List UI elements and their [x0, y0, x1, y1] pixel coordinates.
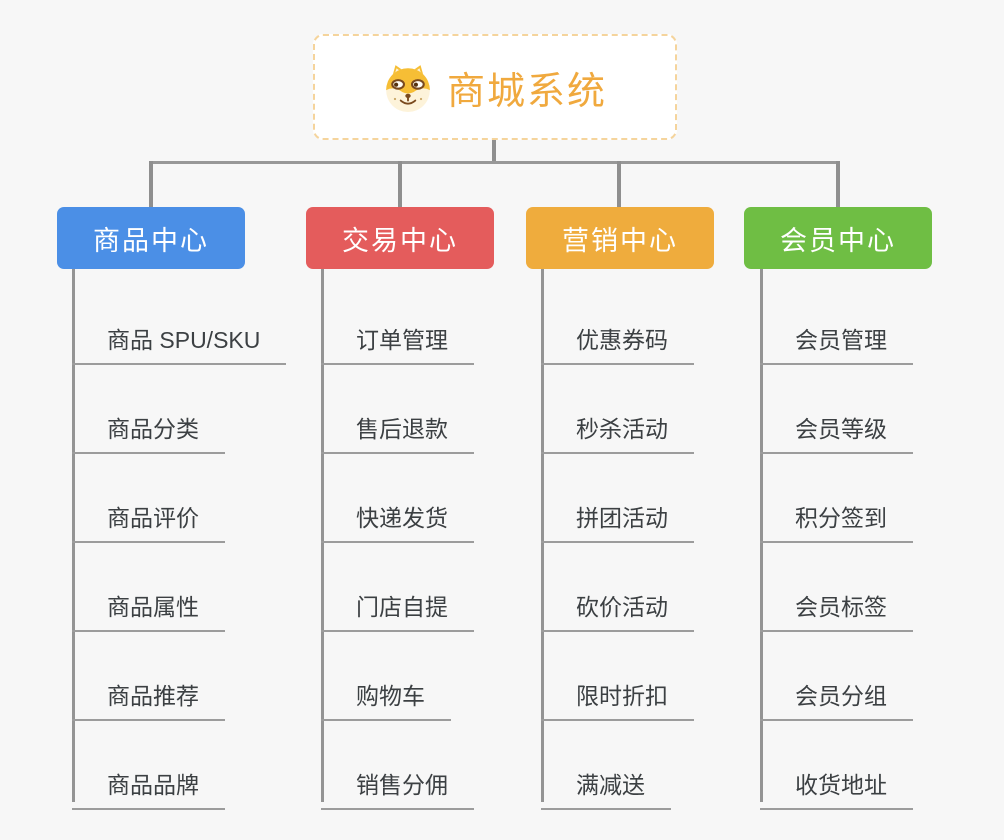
leaf-node[interactable]: 秒杀活动: [541, 398, 694, 454]
leaf-node[interactable]: 满减送: [541, 754, 671, 810]
leaf-node[interactable]: 商品 SPU/SKU: [72, 309, 287, 365]
leaf-node[interactable]: 收货地址: [760, 754, 913, 810]
root-node[interactable]: 商城系统: [313, 34, 677, 140]
branch-node-marketing-center[interactable]: 营销中心: [526, 207, 714, 269]
leaf-node[interactable]: 商品推荐: [72, 665, 225, 721]
branch-node-product-center[interactable]: 商品中心: [57, 207, 245, 269]
branch-spine: [541, 269, 544, 802]
leaf-node[interactable]: 拼团活动: [541, 487, 694, 543]
leaf-node[interactable]: 快递发货: [321, 487, 474, 543]
leaf-node[interactable]: 商品评价: [72, 487, 225, 543]
leaf-node[interactable]: 会员标签: [760, 576, 913, 632]
connector-drop: [836, 161, 840, 207]
connector-drop: [617, 161, 621, 207]
connector-drop: [149, 161, 153, 207]
leaf-node[interactable]: 销售分佣: [321, 754, 474, 810]
branch-node-member-center[interactable]: 会员中心: [744, 207, 932, 269]
branch-spine: [72, 269, 75, 802]
leaf-node[interactable]: 砍价活动: [541, 576, 694, 632]
leaf-node[interactable]: 商品属性: [72, 576, 225, 632]
root-title: 商城系统: [446, 70, 607, 113]
connector-drop: [398, 161, 402, 207]
leaf-node[interactable]: 会员等级: [760, 398, 913, 454]
branch-spine: [760, 269, 763, 802]
leaf-node[interactable]: 优惠券码: [541, 309, 694, 365]
branch-node-trade-center[interactable]: 交易中心: [306, 207, 494, 269]
leaf-node[interactable]: 商品分类: [72, 398, 225, 454]
shiba-dog-icon: [386, 65, 430, 112]
leaf-node[interactable]: 会员管理: [760, 309, 913, 365]
branch-spine: [321, 269, 324, 802]
connector-root-stub: [492, 140, 496, 163]
leaf-node[interactable]: 门店自提: [321, 576, 474, 632]
connector-horizontal: [149, 161, 840, 164]
leaf-node[interactable]: 购物车: [321, 665, 451, 721]
leaf-node[interactable]: 订单管理: [321, 309, 474, 365]
leaf-node[interactable]: 会员分组: [760, 665, 913, 721]
leaf-node[interactable]: 售后退款: [321, 398, 474, 454]
leaf-node[interactable]: 商品品牌: [72, 754, 225, 810]
leaf-node[interactable]: 积分签到: [760, 487, 913, 543]
leaf-node[interactable]: 限时折扣: [541, 665, 694, 721]
